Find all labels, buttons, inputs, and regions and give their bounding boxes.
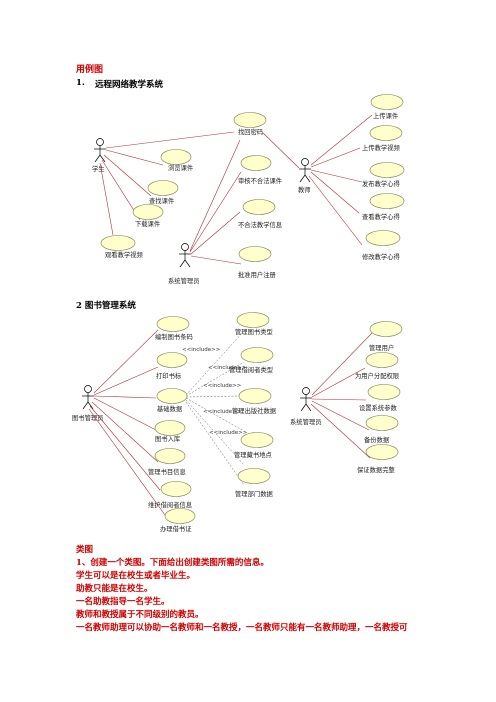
uc-review-illegal: 审核不合法课件 xyxy=(238,176,282,185)
uc-illegal-info: 不合法教学信息 xyxy=(238,220,282,229)
actor-teacher-label: 教师 xyxy=(298,185,311,194)
uc-backup-data: 备份数据 xyxy=(364,435,390,444)
actor-librarian xyxy=(82,385,94,410)
class-line-2: 学生可以是在校生或者毕业生。 xyxy=(76,571,196,581)
uc-manage-publisher: 管理出版社数据 xyxy=(232,406,277,415)
actor-student-label: 学生 xyxy=(92,164,105,173)
include-label-1: <<include>> xyxy=(182,347,221,353)
uc-barcode: 编制图书条码 xyxy=(155,332,193,341)
uc-manage-users: 管理用户 xyxy=(369,343,394,352)
uc-data-integrity: 保证数据完整 xyxy=(357,465,395,474)
class-line-3: 助教只能是在校生。 xyxy=(76,584,153,594)
actor-sysadmin-2 xyxy=(300,387,312,412)
class-line-6: 一名教师助理可以协助一名教师和一名教授，一名教师只能有一名教师助理，一名教授可 xyxy=(76,623,408,633)
uc-watch-video: 观看教学视频 xyxy=(105,250,143,259)
class-heading: 类图 xyxy=(76,545,94,555)
uc-manage-department: 管理部门数据 xyxy=(235,489,273,498)
uc-publish-notes: 发布教学心得 xyxy=(362,179,400,188)
uc-maintain-borrower: 维护借阅者信息 xyxy=(148,500,192,509)
uc-manage-location: 管理藏书地点 xyxy=(234,450,272,459)
class-line-4: 一名助教指导一名学生。 xyxy=(76,597,170,607)
include-label-5: <<include>> xyxy=(209,430,248,436)
section2-title: 2 图书管理系统 xyxy=(76,301,136,311)
include-label-4: <<include>> xyxy=(203,409,242,415)
uc-book-storage: 图书入库 xyxy=(155,434,180,443)
actor-librarian-label: 图书管理员 xyxy=(72,413,103,422)
actor-student xyxy=(94,138,106,163)
uc-upload-video: 上传教学视频 xyxy=(362,143,400,152)
include-label-2: <<include>> xyxy=(208,365,247,371)
actor-sysadmin-1-label: 系统管理员 xyxy=(168,276,199,285)
include-label-3: <<include>> xyxy=(203,383,242,389)
section1-title: 远程网络教学系统 xyxy=(95,80,164,90)
class-line-1: 1、创建一个类图。下面给出创建类图所需的信息。 xyxy=(76,558,269,568)
uc-manage-catalog: 管理书目信息 xyxy=(148,467,186,476)
uc-modify-notes: 修改教学心得 xyxy=(362,252,400,261)
actor-sysadmin-2-label: 系统管理员 xyxy=(290,417,321,426)
uc-issue-card: 办理借书证 xyxy=(160,524,192,533)
uc-upload-courseware: 上传课件 xyxy=(373,111,398,120)
class-line-5: 教师和教授属于不同级别的教员。 xyxy=(76,610,204,620)
uc-search-courseware: 查找课件 xyxy=(149,196,174,205)
uc-set-parameters: 设置系统参数 xyxy=(359,403,397,412)
uc-browse-courseware: 浏览课件 xyxy=(168,163,193,172)
section1-number: 1. xyxy=(76,78,85,88)
uc-manage-borrower-type: 管理借阅者类型 xyxy=(229,365,273,374)
uc-assign-permissions: 为用户分配权限 xyxy=(355,371,400,380)
uc-download-courseware: 下载课件 xyxy=(135,219,160,228)
uc-find-password: 找回密码 xyxy=(238,127,263,136)
uc-basic-data: 基础数据 xyxy=(157,404,183,413)
uc-manage-book-type: 管理图书类型 xyxy=(235,327,273,336)
actor-teacher xyxy=(299,158,311,183)
uc-view-notes: 查看教学心得 xyxy=(362,212,400,221)
actor-sysadmin-1 xyxy=(179,243,191,268)
usecase-heading: 用例图 xyxy=(76,65,104,75)
uc-print-label: 打印书标 xyxy=(156,371,182,380)
uc-approve-registration: 批准用户注册 xyxy=(238,270,276,279)
